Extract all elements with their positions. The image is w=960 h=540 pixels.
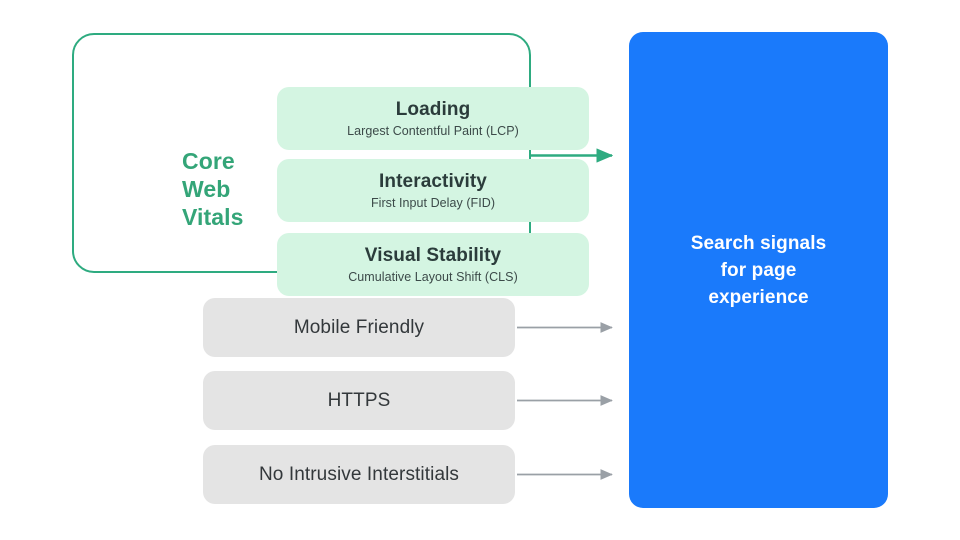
https-box[interactable]: HTTPS	[203, 371, 515, 430]
metric-card-interactivity[interactable]: Interactivity First Input Delay (FID)	[277, 159, 589, 222]
metric-card-visual-stability[interactable]: Visual Stability Cumulative Layout Shift…	[277, 233, 589, 296]
no-intrusive-interstitials-box[interactable]: No Intrusive Interstitials	[203, 445, 515, 504]
search-signals-text: Search signals for page experience	[690, 232, 827, 308]
search-signals-panel[interactable]: Search signals for page experience	[629, 32, 888, 508]
metric-subtitle: First Input Delay (FID)	[370, 195, 496, 210]
signal-label: HTTPS	[327, 389, 391, 411]
metric-subtitle: Largest Contentful Paint (LCP)	[347, 123, 519, 138]
mobile-friendly-box[interactable]: Mobile Friendly	[203, 298, 515, 357]
metric-title: Visual Stability	[364, 244, 502, 266]
metric-card-loading[interactable]: Loading Largest Contentful Paint (LCP)	[277, 87, 589, 150]
metric-subtitle: Cumulative Layout Shift (CLS)	[348, 269, 518, 284]
metric-title: Interactivity	[379, 170, 487, 192]
core-web-vitals-label: Core Web Vitals	[182, 148, 244, 230]
signal-label: Mobile Friendly	[293, 316, 425, 338]
metric-title: Loading	[395, 98, 471, 120]
signal-label: No Intrusive Interstitials	[258, 463, 460, 485]
core-web-vitals-group: Core Web Vitals Loading Largest Contentf…	[72, 33, 589, 296]
